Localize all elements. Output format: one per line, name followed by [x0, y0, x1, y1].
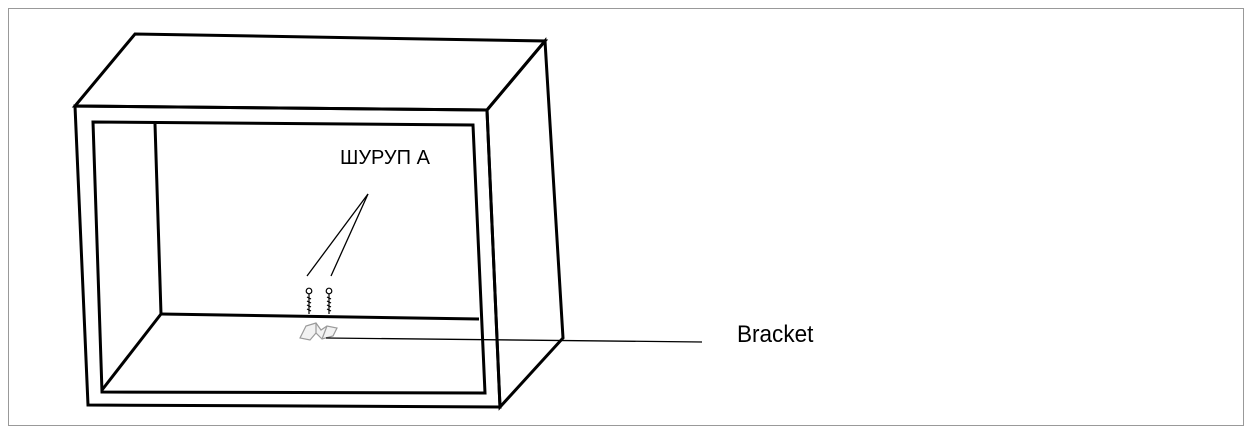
screw-a-left	[305, 287, 313, 314]
figure-border	[8, 8, 1244, 426]
cabinet-front-outer	[73, 104, 502, 409]
bracket-leader-line	[325, 337, 703, 343]
screw-leader-lines	[306, 193, 369, 277]
screw-label: ШУРУП А	[340, 147, 431, 169]
cabinet-back-bottom-edge	[160, 312, 480, 321]
cabinet-floor-diagonal	[100, 313, 163, 391]
bracket-label: Bracket	[737, 320, 814, 347]
bracket-part	[299, 322, 338, 341]
cabinet-back-left-edge	[153, 123, 163, 315]
cabinet-box	[71, 32, 565, 411]
screw-a-right	[325, 287, 333, 314]
cabinet-top-face	[71, 32, 549, 112]
cabinet-front-inner	[91, 120, 487, 395]
